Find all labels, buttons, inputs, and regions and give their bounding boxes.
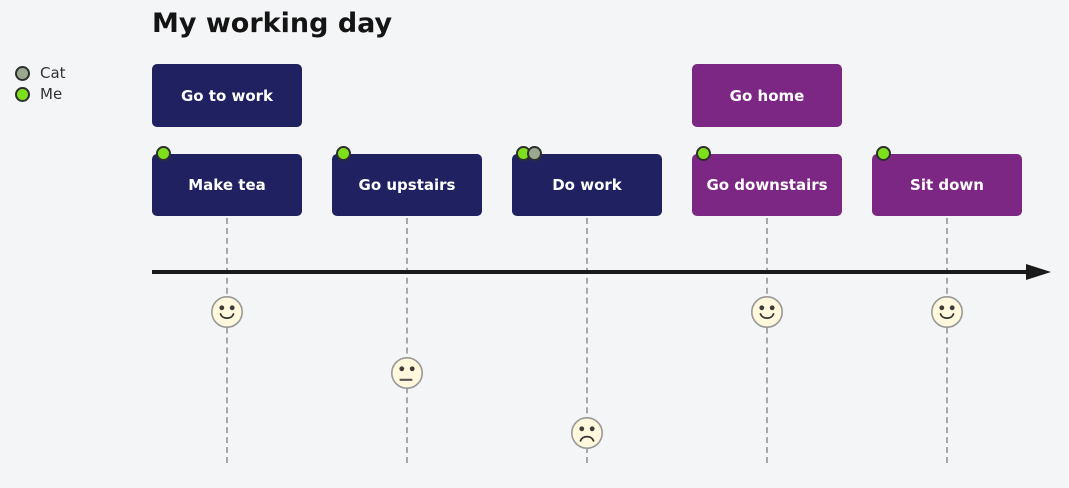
neutral-face-icon (391, 357, 423, 389)
guide-line-go-downstairs (766, 218, 768, 463)
me-actor-dot-icon (876, 146, 891, 161)
me-actor-dot-icon (336, 146, 351, 161)
cat-actor-dot-icon (15, 65, 30, 81)
timeline-axis (152, 270, 1028, 274)
guide-line-make-tea (226, 218, 228, 463)
task-label: Go upstairs (358, 176, 456, 194)
task-box-make-tea: Make tea (152, 146, 302, 216)
cat-actor-dot-icon (527, 146, 542, 161)
guide-line-go-upstairs (406, 218, 408, 463)
legend-label-cat: Cat (40, 64, 66, 82)
task-label: Do work (552, 176, 622, 194)
me-actor-dot-icon (696, 146, 711, 161)
me-actor-dot-icon (156, 146, 171, 161)
section-label: Go home (729, 86, 805, 105)
diagram-title: My working day (152, 8, 393, 39)
happy-face-icon (211, 296, 243, 328)
task-box-go-downstairs: Go downstairs (692, 146, 842, 216)
guide-line-do-work (586, 218, 588, 463)
happy-face-icon (931, 296, 963, 328)
section-box-go-home: Go home (692, 64, 842, 127)
me-actor-dot-icon (15, 86, 30, 102)
task-box-sit-down: Sit down (872, 146, 1022, 216)
legend-item-me: Me (15, 86, 62, 102)
section-box-go-to-work: Go to work (152, 64, 302, 127)
task-label: Make tea (188, 176, 266, 194)
sad-face-icon (571, 417, 603, 449)
task-box-do-work: Do work (512, 146, 662, 216)
task-box-go-upstairs: Go upstairs (332, 146, 482, 216)
section-label: Go to work (180, 86, 274, 105)
legend-label-me: Me (40, 85, 63, 103)
legend-item-cat: Cat (15, 65, 66, 81)
task-label: Sit down (910, 176, 984, 194)
guide-line-sit-down (946, 218, 948, 463)
timeline-axis-arrowhead-icon (1026, 264, 1051, 280)
task-label: Go downstairs (706, 176, 828, 194)
happy-face-icon (751, 296, 783, 328)
